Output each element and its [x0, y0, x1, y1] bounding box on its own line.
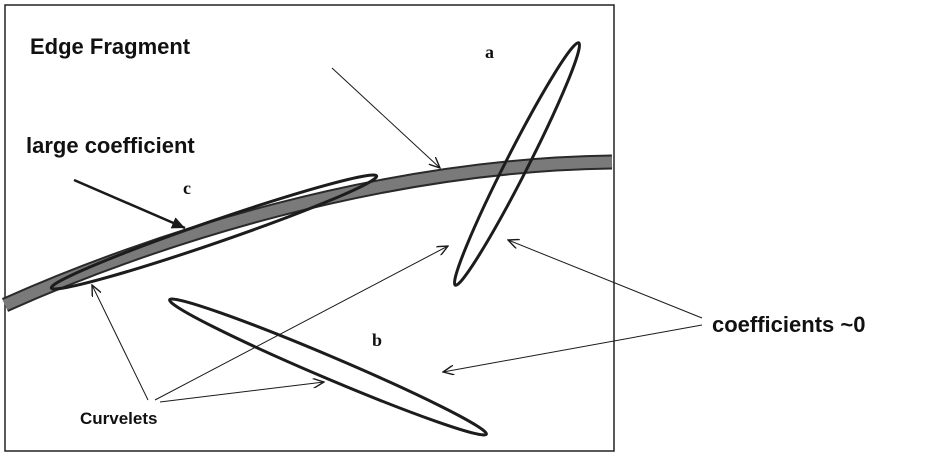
- large-coefficient-label: large coefficient: [26, 133, 195, 158]
- curvelet-c-label: c: [183, 178, 191, 198]
- curvelet-a-label: a: [485, 42, 494, 62]
- curvelets-arrow-b: [159, 382, 324, 403]
- curvelet-b-ellipse: [168, 297, 488, 437]
- curvelet-c-ellipse: [49, 173, 379, 291]
- coefficients-zero-arrow-a: [508, 240, 703, 319]
- coefficients-zero-label: coefficients ~0: [712, 312, 865, 337]
- curvelet-b-label: b: [372, 330, 382, 350]
- coefficients-zero-arrow-b: [443, 324, 703, 372]
- edge-fragment-fill: [2, 156, 613, 311]
- diagram-frame: [4, 4, 615, 452]
- large-coefficient-arrow: [73, 178, 186, 230]
- curvelets-arrow-a: [154, 246, 448, 401]
- edge-fragment-label: Edge Fragment: [30, 34, 191, 59]
- curvelets-label: Curvelets: [80, 409, 157, 428]
- edge-fragment-arrow: [331, 67, 440, 168]
- curvelets-arrow-c: [92, 285, 149, 401]
- curvelet-a-ellipse: [452, 41, 582, 287]
